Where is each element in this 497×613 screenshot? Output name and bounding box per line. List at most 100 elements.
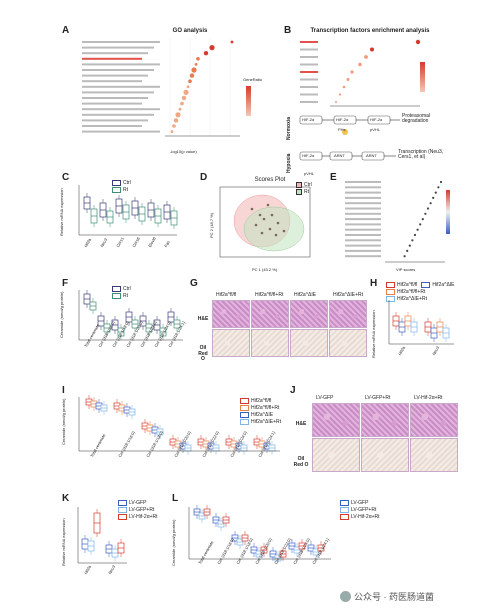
panel-b-dot xyxy=(346,78,350,81)
panel-a-term-text xyxy=(82,97,148,99)
panel-g-label: G xyxy=(190,278,198,289)
panel-b-transcription-label: Transcription (Neu3, Cers1, et al) xyxy=(398,149,444,160)
panel-b-dot xyxy=(342,85,346,89)
panel-a-title: GO analysis xyxy=(172,28,208,34)
panel-d-point xyxy=(270,213,274,217)
panel-b-dot xyxy=(358,62,362,67)
panel-l-legend-0: LV-GFP xyxy=(351,500,369,506)
panel-d-legend-ctrl: Ctrl xyxy=(304,182,312,188)
panel-b-title: Transcription factors enrichment analysi… xyxy=(310,28,430,34)
panel-a-dot xyxy=(173,118,179,123)
panel-d-legend: Ctrl Rt xyxy=(296,182,312,195)
panel-e-lipid-text xyxy=(345,181,381,183)
panel-a-term-text xyxy=(82,125,142,127)
panel-a-dot xyxy=(170,130,174,133)
panel-e-lipid-text xyxy=(345,239,381,242)
panel-g-column-label: Hif2a^fl/fl+Rt xyxy=(255,292,284,298)
panel-e-dot xyxy=(419,223,422,226)
panel-l-legend-1: LV-GFP+Rt xyxy=(351,507,377,513)
panel-b-hypoxia-label: Hypoxia xyxy=(286,153,292,173)
panel-a-dot xyxy=(181,95,187,101)
panel-a-dot xyxy=(175,112,181,118)
panel-a-dot xyxy=(188,79,192,83)
panel-g-he-image xyxy=(251,300,289,328)
panel-j-he-image xyxy=(361,403,409,437)
panel-h-legend-0: Hif2a^fl/fl xyxy=(397,282,418,288)
panel-a-term-text xyxy=(82,57,142,60)
panel-a-colorbar xyxy=(246,86,251,116)
panel-c-legend-ctrl: Ctrl xyxy=(123,180,131,186)
panel-e-dot xyxy=(424,212,427,215)
panel-a-xlabel: -log10(p value) xyxy=(170,149,197,154)
panel-e-lipid-text xyxy=(345,212,381,215)
panel-e-dot xyxy=(426,207,430,210)
panel-a-term-text xyxy=(82,91,154,94)
panel-j-label: J xyxy=(290,385,296,396)
panel-a-term-text xyxy=(82,63,160,66)
panel-a-term-text xyxy=(82,102,142,105)
panel-l-ylabel: Ceramide (nmol/g protein) xyxy=(171,519,176,566)
panel-a-term-text xyxy=(82,119,148,122)
panel-f-legend: Ctrl Rt xyxy=(112,286,131,299)
panel-a-term-text xyxy=(82,69,154,71)
panel-h-boxplot xyxy=(388,300,454,345)
panel-a-term-text xyxy=(82,85,160,88)
panel-i-boxplot xyxy=(78,395,280,455)
panel-g-column-label: Hif2a^ΔIE xyxy=(294,292,317,298)
panel-b-dot xyxy=(369,47,375,52)
panel-g-column-label: Hif2a^fl/fl xyxy=(216,292,237,298)
panel-a-dot xyxy=(183,89,189,95)
panel-k-legend: LV-GFP LV-GFP+Rt LV-Hif-2α+Rt xyxy=(118,500,158,520)
panel-e-lipid-text xyxy=(345,234,381,236)
wechat-icon xyxy=(340,591,351,602)
panel-l-legend-2: LV-Hif-2α+Rt xyxy=(351,514,380,520)
panel-h-gene-1: Neu3 xyxy=(431,345,441,356)
panel-a-term-text xyxy=(82,80,142,83)
panel-a-term-text xyxy=(82,52,148,55)
panel-e-lipid-text xyxy=(345,255,381,258)
panel-b-tf-text xyxy=(300,78,318,81)
panel-h-label: H xyxy=(370,278,378,289)
watermark-text: 公众号 · 药医肠道菌 xyxy=(354,592,434,602)
panel-e-dot xyxy=(406,249,409,252)
panel-e-lipid-text xyxy=(345,186,381,189)
panel-f-label: F xyxy=(62,278,69,289)
panel-i-label: I xyxy=(62,385,65,396)
panel-b-dot xyxy=(338,93,342,96)
panel-b-tf-text xyxy=(300,86,318,88)
panel-b-tf-text xyxy=(300,93,318,96)
panel-b-diagram xyxy=(299,115,400,161)
panel-b-dot xyxy=(364,55,368,59)
panel-g-oil-red-o-image xyxy=(251,329,289,357)
panel-c-ylabel: Relative mRNA expression xyxy=(59,188,64,236)
panel-c-label: C xyxy=(62,172,70,183)
panel-a-legend-title: GeneRatio xyxy=(243,77,263,82)
panel-a-dot xyxy=(194,63,198,66)
panel-d-point xyxy=(266,203,270,207)
panel-j-he-image xyxy=(410,403,458,437)
panel-k-label: K xyxy=(62,493,70,504)
panel-g-oil-red-o-image xyxy=(212,329,250,357)
panel-d-legend-rt: Rt xyxy=(304,189,309,195)
panel-a-dotplot xyxy=(82,38,240,137)
panel-a-dot xyxy=(189,73,195,78)
panel-k-gene-1: Neu3 xyxy=(107,564,117,575)
panel-j-row-he: H&E xyxy=(295,421,307,427)
panel-a-term-text xyxy=(82,41,160,43)
panel-e-dot xyxy=(432,196,435,199)
panel-j-he-image xyxy=(312,403,360,437)
panel-k-legend-2: LV-Hif-2α+Rt xyxy=(129,514,158,520)
panel-a-dot xyxy=(180,101,184,106)
panel-e-lipid-text xyxy=(345,249,381,252)
panel-l-legend: LV-GFP LV-GFP+Rt LV-Hif-2α+Rt xyxy=(340,500,380,520)
panel-b-ph-label: PHs xyxy=(338,127,346,132)
panel-a-dot xyxy=(191,67,197,73)
panel-b-dotplot xyxy=(300,39,421,107)
panel-e-lipid-text xyxy=(345,228,381,231)
panel-a-dot xyxy=(209,45,215,51)
panel-b-tf-text xyxy=(300,101,318,103)
panel-e-dot xyxy=(413,233,417,237)
panel-e-dot xyxy=(416,228,419,231)
panel-a-dot xyxy=(203,51,209,56)
panel-b-label: B xyxy=(284,25,292,36)
